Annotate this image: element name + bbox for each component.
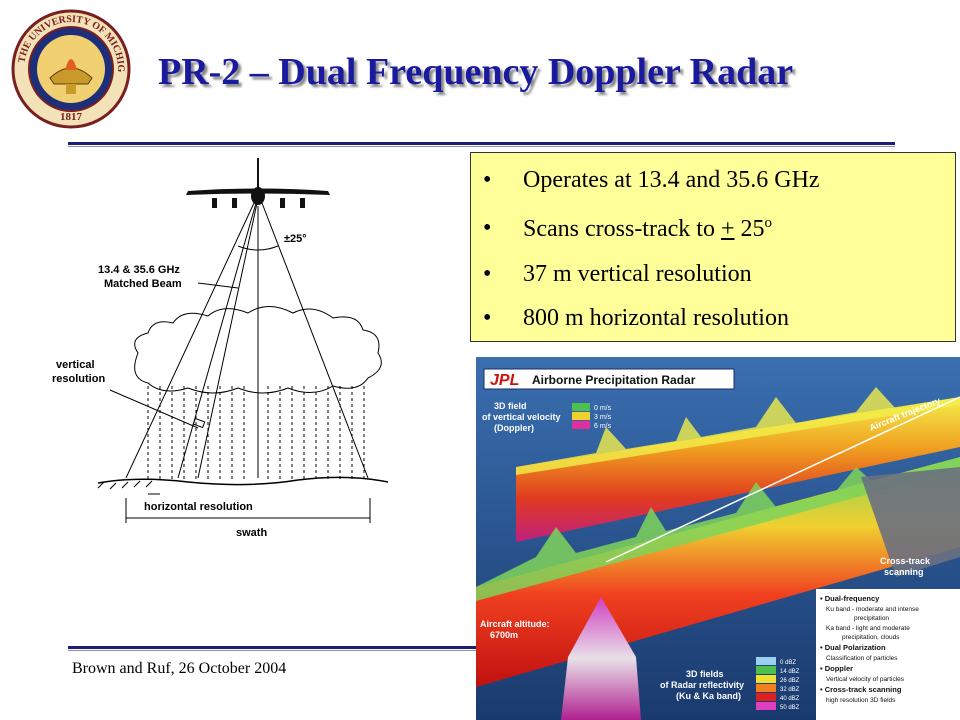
title-divider-shadow [68, 146, 895, 147]
feature-bullet-box: • Operates at 13.4 and 35.6 GHz • Scans … [470, 152, 956, 342]
bullet-text: Scans cross-track to + 25o [523, 215, 772, 243]
reflectivity-field-label-2: of Radar reflectivity [660, 680, 744, 690]
degree-superscript: o [764, 215, 773, 231]
cloud-icon [134, 306, 382, 394]
feature-line: Ka band - light and moderate [826, 625, 910, 632]
feature-line: precipitation, clouds [842, 634, 900, 641]
dbz-legend-swatch [756, 693, 776, 701]
altitude-label: Aircraft altitude: [480, 619, 550, 629]
bullet-dot-icon: • [483, 167, 492, 193]
reflectivity-field-label-1: 3D fields [686, 669, 724, 679]
velocity-field-band [516, 397, 960, 542]
beam-label-2: Matched Beam [104, 278, 182, 290]
velocity-legend-label: 0 m/s [594, 405, 612, 412]
reflectivity-field-label-3: (Ku & Ka band) [676, 691, 741, 701]
horizontal-resolution-label: horizontal resolution [144, 501, 253, 513]
velocity-field-label-1: 3D field [494, 401, 527, 411]
dbz-legend-label: 50 dBZ [780, 705, 800, 711]
bullet-text: 800 m horizontal resolution [523, 305, 789, 331]
feature-line: Classification of particles [826, 655, 898, 662]
feature-line: Ku band - moderate and intense [826, 606, 919, 613]
feature-line: • Cross-track scanning [820, 685, 902, 694]
vertical-label-2: resolution [52, 373, 105, 385]
dbz-legend-label: 32 dBZ [780, 687, 800, 693]
seal-year: 1817 [60, 111, 83, 123]
jpl-radar-image: Aircraft trajectory JPL Airborne Precipi… [476, 357, 960, 720]
vertical-label-1: vertical [56, 359, 95, 371]
dbz-legend-label: 26 dBZ [780, 678, 800, 684]
university-seal-icon: THE UNIVERSITY OF MICHIGAN 1817 [6, 0, 131, 129]
feature-line: Vertical velocity of particles [826, 676, 905, 683]
dbz-legend-label: 40 dBZ [780, 696, 800, 702]
velocity-legend-swatch [572, 403, 590, 411]
altitude-value: 6700m [490, 630, 518, 640]
cross-track-label-1: Cross-track [880, 556, 931, 566]
radar-geometry-diagram: ±25° 13.4 & 35.6 GHz Matched Beam [48, 158, 448, 578]
bullet-scan-value: 25 [734, 216, 765, 242]
plus-minus-symbol: + [720, 216, 735, 242]
bullet-dot-icon: • [483, 215, 492, 241]
velocity-legend-swatch [572, 412, 590, 420]
dbz-legend-swatch [756, 657, 776, 665]
scan-angle-label: ±25° [284, 233, 307, 245]
cross-track-label-2: scanning [884, 567, 924, 577]
velocity-legend-label: 6 m/s [594, 423, 612, 430]
footer-divider-shadow [68, 650, 476, 651]
footer-divider [68, 646, 476, 649]
velocity-field-label-2: of vertical velocity [482, 412, 561, 422]
beam-label-1: 13.4 & 35.6 GHz [98, 264, 180, 276]
features-box [816, 589, 960, 720]
feature-line: • Doppler [820, 664, 853, 673]
jpl-logo: JPL [490, 372, 519, 389]
bullet-dot-icon: • [483, 261, 492, 287]
feature-line: precipitation [854, 615, 889, 622]
jpl-header-box [483, 368, 735, 390]
velocity-legend-swatch [572, 421, 590, 429]
dbz-legend-label: 0 dBZ [780, 660, 796, 666]
cross-track-wedge [561, 597, 641, 720]
swath-label: swath [236, 527, 267, 539]
feature-line: • Dual-frequency [820, 594, 880, 603]
university-seal: THE UNIVERSITY OF MICHIGAN 1817 [6, 0, 132, 130]
slide-title: PR-2 – Dual Frequency Doppler Radar [158, 51, 794, 93]
bullet-text: Operates at 13.4 and 35.6 GHz [523, 167, 820, 193]
dbz-legend-swatch [756, 666, 776, 674]
dbz-legend-swatch [756, 675, 776, 683]
ground-line [97, 476, 389, 486]
footer-credit: Brown and Ruf, 26 October 2004 [72, 660, 287, 677]
feature-line: • Dual Polarization [820, 643, 886, 652]
feature-line: high resolution 3D fields [826, 697, 896, 704]
dbz-legend-swatch [756, 702, 776, 710]
trajectory-line [605, 396, 960, 563]
velocity-field-label-3: (Doppler) [494, 423, 534, 433]
resolution-columns [147, 386, 365, 480]
aircraft-icon [186, 158, 330, 208]
bullet-scan-prefix: Scans cross-track to [523, 216, 721, 242]
jpl-header-title: Airborne Precipitation Radar [532, 373, 696, 387]
title-divider [68, 142, 895, 145]
dbz-legend-label: 14 dBZ [780, 669, 800, 675]
dbz-legend-swatch [756, 684, 776, 692]
velocity-legend-label: 3 m/s [594, 414, 612, 421]
bullet-text: 37 m vertical resolution [523, 261, 752, 287]
bullet-dot-icon: • [483, 305, 492, 331]
